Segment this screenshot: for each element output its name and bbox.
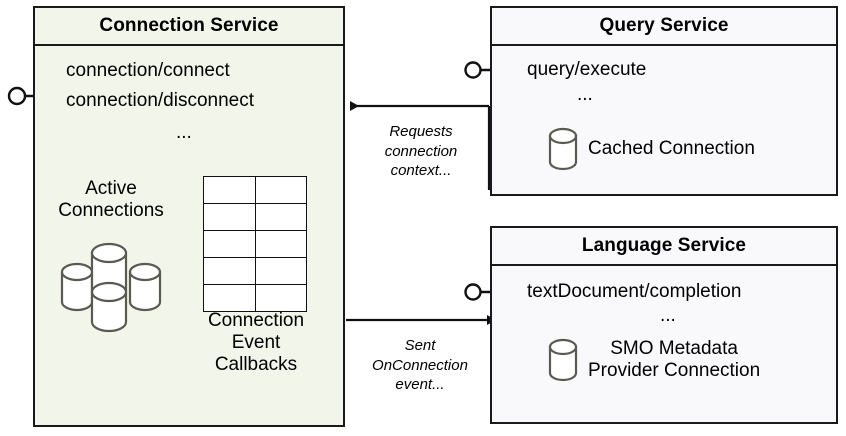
edge-query-to-connection — [350, 101, 491, 190]
smo-metadata-provider-label: SMO Metadata Provider Connection — [588, 338, 760, 382]
smo-metadata-provider-row: SMO Metadata Provider Connection — [546, 337, 760, 383]
query-service-title: Query Service — [599, 15, 729, 36]
table-grid-icon — [203, 176, 307, 312]
edge-label-line3: context... — [390, 162, 452, 179]
table-row — [203, 257, 307, 285]
edge-label-line1: Sent — [404, 337, 436, 354]
table-row — [203, 176, 307, 204]
table-cell — [254, 284, 307, 312]
query-service-header: Query Service — [492, 8, 836, 46]
connection-service-title: Connection Service — [99, 15, 279, 36]
active-connections-label-line1: Active — [85, 178, 137, 199]
language-service-interface-completion[interactable]: textDocument/completion — [527, 281, 742, 302]
connection-service-interface-connect[interactable]: connection/connect — [66, 60, 230, 81]
language-service-title: Language Service — [581, 235, 747, 256]
callbacks-label-line3: Callbacks — [214, 354, 298, 376]
table-cell — [203, 203, 256, 231]
active-connections-label-line2: Connections — [58, 200, 164, 222]
database-cylinder-icon — [546, 126, 580, 172]
edge-label-line3: event... — [395, 376, 445, 393]
language-service-header: Language Service — [492, 228, 836, 266]
cached-connection-label: Cached Connection — [588, 138, 755, 159]
database-cluster-icon — [52, 240, 172, 336]
edge-label-line2: OnConnection — [372, 356, 468, 374]
connection-service-interface-disconnect[interactable]: connection/disconnect — [66, 90, 255, 111]
table-cell — [203, 284, 256, 312]
callbacks-label-line1: Connection — [207, 310, 305, 331]
cached-connection-row: Cached Connection — [546, 126, 755, 172]
table-cell — [203, 257, 256, 285]
smo-metadata-label-line2: Provider Connection — [588, 360, 761, 381]
database-cylinder-icon — [546, 337, 580, 383]
query-service-interface-execute[interactable]: query/execute — [527, 59, 647, 80]
smo-metadata-label-line1: SMO Metadata — [610, 337, 738, 359]
table-row — [203, 230, 307, 258]
callbacks-label-line2: Event — [231, 332, 281, 354]
table-cell — [254, 203, 307, 231]
table-row — [203, 203, 307, 231]
table-cell — [203, 176, 256, 204]
connection-service-header: Connection Service — [35, 8, 343, 46]
edge-label-requests-connection-context: Requests connection context... — [360, 122, 482, 181]
connection-event-callbacks-label: Connection Event Callbacks — [185, 310, 327, 376]
language-service-interface-ellipsis: ... — [660, 305, 676, 326]
edge-label-line1: Requests — [389, 123, 453, 140]
component-language-service[interactable]: Language Service — [490, 226, 838, 424]
active-connections-label: Active Connections — [36, 178, 186, 222]
component-query-service[interactable]: Query Service — [490, 6, 838, 196]
table-cell — [254, 176, 307, 204]
table-cell — [254, 230, 307, 258]
query-service-interface-ellipsis: ... — [577, 84, 593, 105]
table-row — [203, 284, 307, 312]
table-cell — [203, 230, 256, 258]
edge-label-line2: connection — [384, 142, 458, 160]
table-cell — [254, 257, 307, 285]
connection-service-interface-ellipsis: ... — [176, 122, 192, 143]
edge-label-sent-onconnection-event: Sent OnConnection event... — [356, 336, 484, 395]
